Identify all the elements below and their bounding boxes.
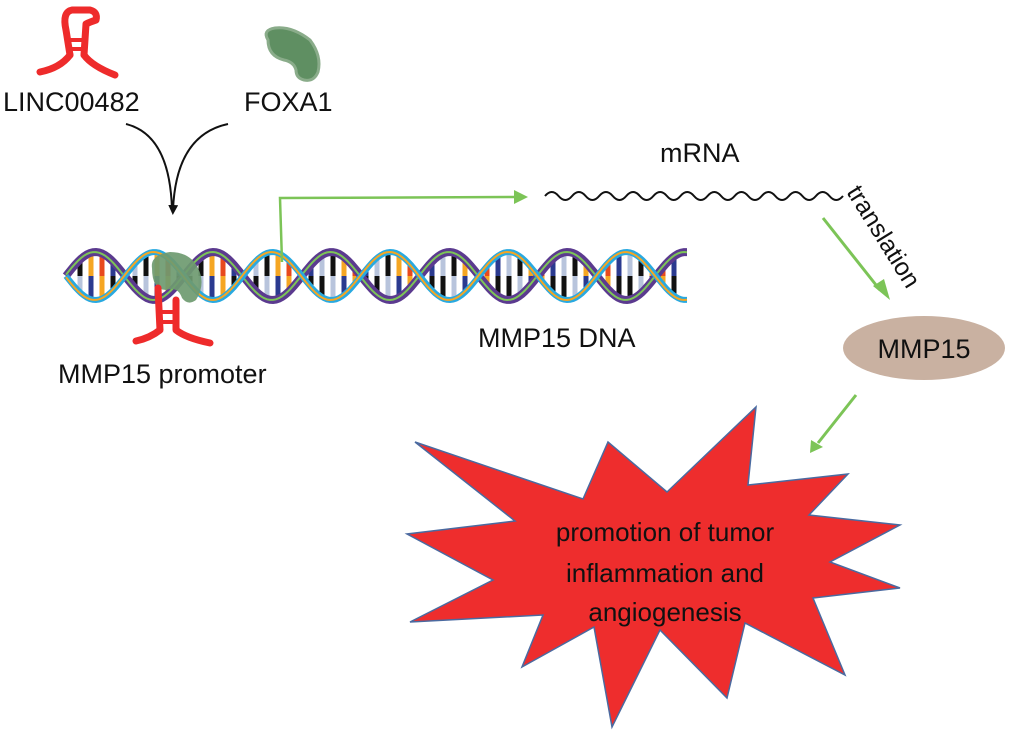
base-pair: [495, 276, 501, 297]
base-pair: [330, 252, 336, 276]
base-pair: [209, 276, 215, 300]
base-pair: [451, 252, 457, 276]
promoter-foxa1-icon: [151, 252, 202, 303]
outcome-text-line2: inflammation and: [566, 558, 764, 588]
foxa1-protein-icon: [264, 26, 321, 82]
base-pair: [275, 276, 281, 299]
base-pair: [638, 276, 644, 294]
base-pair: [583, 262, 589, 276]
base-pair: [671, 256, 677, 276]
base-pair: [110, 276, 116, 291]
base-pair: [440, 253, 446, 276]
base-pair: [286, 276, 292, 292]
base-pair: [88, 252, 94, 276]
base-pair: [616, 276, 622, 299]
base-pair: [396, 254, 402, 276]
base-pair: [220, 276, 226, 297]
dna-label: MMP15 DNA: [478, 323, 636, 353]
base-pair: [286, 260, 292, 276]
dna-strand-edge: [65, 250, 688, 302]
base-pair: [605, 262, 611, 276]
base-pair: [484, 266, 490, 276]
base-pair: [231, 276, 237, 288]
base-pair: [264, 253, 270, 276]
outcome-text-line3: angiogenesis: [588, 597, 741, 627]
outcome-starburst: [404, 405, 903, 730]
base-pair: [99, 276, 105, 299]
base-pair: [495, 255, 501, 276]
foxa1-label: FOXA1: [244, 87, 333, 117]
base-pair: [308, 276, 314, 288]
rna-hairpin-icon: [36, 6, 119, 79]
base-pair: [638, 258, 644, 276]
base-pair: [671, 276, 677, 296]
base-pair: [275, 253, 281, 276]
promoter-label: MMP15 promoter: [58, 359, 267, 389]
outcome-arrowhead: [810, 440, 823, 453]
base-pair: [143, 254, 149, 276]
base-pair: [77, 276, 83, 293]
base-pair: [396, 276, 402, 298]
base-pair: [440, 276, 446, 299]
base-pair: [198, 257, 204, 276]
base-pair: [561, 276, 567, 300]
outcome-arrow: [816, 394, 858, 444]
base-pair: [143, 276, 149, 298]
lncrna-arrow: [125, 123, 173, 211]
transcription-arrowhead: [514, 190, 528, 204]
base-pair: [462, 259, 468, 276]
base-pair: [319, 255, 325, 276]
base-pair: [517, 276, 523, 296]
mmp15-protein-oval: [843, 316, 1005, 380]
base-pair: [506, 276, 512, 300]
base-pair: [77, 259, 83, 276]
wavy-mrna-icon: [544, 191, 844, 201]
base-pair: [385, 276, 391, 300]
base-pair: [550, 276, 556, 294]
base-pair: [627, 252, 633, 276]
transcription-arrow: [278, 195, 515, 263]
translation-arrow: [821, 217, 882, 291]
base-pair: [627, 276, 633, 300]
base-pair: [462, 276, 468, 293]
base-pair: [99, 253, 105, 276]
base-pair: [330, 276, 336, 300]
base-pair: [451, 276, 457, 300]
base-pair: [583, 276, 589, 290]
base-pair: [253, 276, 259, 292]
base-pair: [341, 276, 347, 295]
base-pair: [110, 261, 116, 276]
base-pair: [209, 252, 215, 276]
base-pair: [550, 258, 556, 276]
outcome-text-line1: promotion of tumor: [556, 517, 775, 547]
base-pair: [374, 257, 380, 276]
mrna-label: mRNA: [660, 138, 740, 168]
base-pair: [616, 253, 622, 276]
base-pair: [253, 260, 259, 276]
protein-label: MMP15: [877, 334, 970, 364]
promoter-lncrna-icon: [132, 284, 214, 347]
base-pair: [385, 252, 391, 276]
lncrna-label: LINC00482: [3, 87, 140, 117]
base-pair: [132, 263, 138, 276]
base-pair: [506, 252, 512, 276]
translation-arrowhead: [873, 279, 890, 300]
base-pair: [429, 261, 435, 276]
base-pair: [429, 276, 435, 291]
base-pair: [572, 253, 578, 276]
base-pair: [88, 276, 94, 300]
base-pair: [605, 276, 611, 290]
foxa1-arrow: [168, 123, 229, 215]
base-pair: [319, 276, 325, 297]
translation-label: translation: [841, 180, 926, 293]
base-pair: [374, 276, 380, 295]
base-pair: [407, 263, 413, 276]
base-pair: [517, 256, 523, 276]
base-pair: [220, 255, 226, 276]
base-pair: [572, 276, 578, 299]
base-pair: [561, 252, 567, 276]
base-pair: [341, 257, 347, 276]
base-pair: [264, 276, 270, 299]
